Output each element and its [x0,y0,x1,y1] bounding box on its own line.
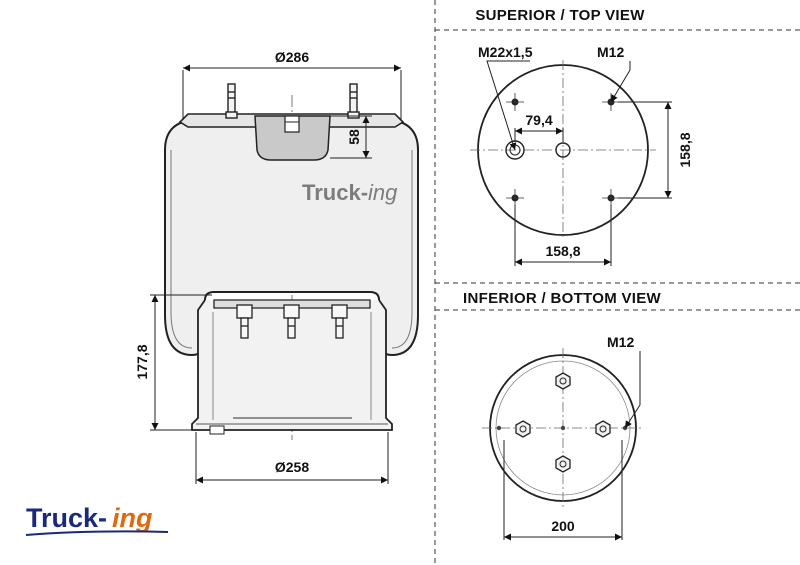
bottom-stud-nuts [515,372,611,473]
label-stud-spacing-horizontal: 158,8 [545,243,580,259]
air-fitting-block [254,115,331,161]
dimension-bottom-diameter [195,432,389,484]
watermark-suffix: ing [368,180,398,205]
logo-suffix: ing [112,503,153,533]
bottom-view: INFERIOR / BOTTOM VIEW M12 [463,290,662,541]
label-top-diameter: Ø286 [275,49,309,65]
label-bottom-diameter: Ø258 [275,459,309,475]
top-view-title: SUPERIOR / TOP VIEW [475,7,645,24]
bottom-studs [236,304,348,339]
top-studs [225,83,360,119]
label-height-177: 177,8 [134,344,150,379]
dimension-offset [514,127,564,142]
bottom-view-title: INFERIOR / BOTTOM VIEW [463,290,662,307]
bellows [164,121,419,357]
center-hole [555,142,571,158]
label-height-58: 58 [346,129,362,145]
dimension-58 [330,115,372,159]
dimension-bottom-view-diameter [503,440,623,541]
top-view-centerlines [470,60,656,240]
label-bottom-stud-thread: M12 [607,334,634,350]
panel-dividers [434,0,800,565]
dimension-177 [150,294,212,431]
side-view: Truck- ing Ø286 58 177,8 Ø258 [134,49,419,484]
dimension-stud-spacing-vertical [618,101,672,199]
label-stud-spacing-vertical: 158,8 [677,132,693,167]
top-view: SUPERIOR / TOP VIEW M22x1,5 M12 [470,7,693,266]
label-top-stud-thread: M12 [597,44,624,60]
logo-swoosh [25,530,169,536]
dimension-top-diameter [182,64,402,120]
truck-ing-logo: Truck- ing [25,503,169,536]
label-air-fitting: M22x1,5 [478,44,533,60]
label-offset: 79,4 [525,112,552,128]
label-bottom-view-diameter: 200 [551,518,575,534]
logo-brand: Truck- [26,503,107,533]
piston-plate [213,299,371,309]
dimension-stud-spacing-horizontal [514,205,612,266]
watermark-brand: Truck- [302,180,368,205]
